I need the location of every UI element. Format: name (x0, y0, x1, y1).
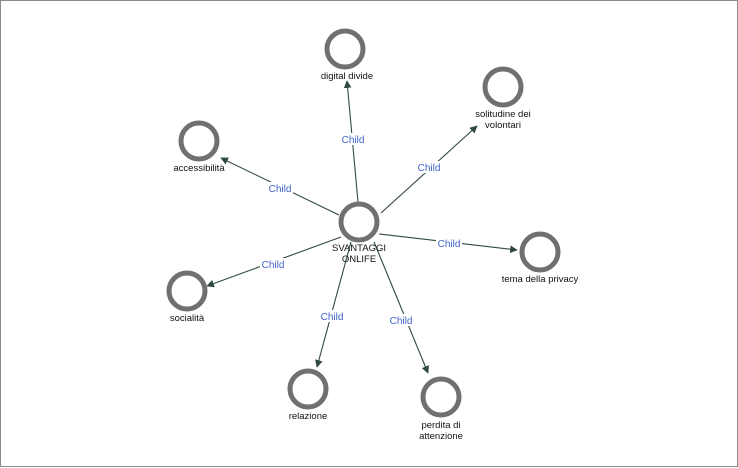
edge-relazione (315, 241, 352, 368)
node-circle[interactable] (287, 368, 329, 410)
edge-label-relazione: Child (321, 312, 344, 323)
edge-label-background (416, 161, 442, 173)
edge-attenzione (373, 241, 429, 374)
node-label-line: relazione (289, 411, 328, 422)
node-digital-divide[interactable]: digital divide (321, 28, 373, 82)
edge-label-socialita: Child (262, 260, 285, 271)
edge-label-privacy: Child (438, 239, 461, 250)
node-label-line: ONLIFE (342, 254, 376, 265)
node-label: digital divide (321, 71, 373, 82)
node-label: relazione (289, 411, 328, 422)
node-circle[interactable] (338, 201, 380, 243)
node-label-line: perdita di (421, 420, 460, 431)
node-label-line: socialità (170, 313, 205, 324)
node-accessibilita[interactable]: accessibilità (173, 120, 225, 174)
edge-label-background (436, 237, 462, 249)
edge-label-group-socialita: Child (260, 258, 286, 271)
node-circle[interactable] (420, 376, 462, 418)
edge-label-group-relazione: Child (319, 310, 345, 323)
node-circle[interactable] (166, 270, 208, 312)
edge-label-digital-divide: Child (342, 135, 365, 146)
edge-label-group-digital-divide: Child (340, 133, 366, 146)
node-label-line: tema della privacy (502, 274, 579, 285)
node-label-line: digital divide (321, 71, 373, 82)
node-relazione[interactable]: relazione (287, 368, 329, 422)
node-label-line: attenzione (419, 431, 463, 442)
edge-label-background (319, 310, 345, 322)
edge-label-background (388, 314, 414, 326)
node-circle[interactable] (482, 66, 524, 108)
edge-label-group-attenzione: Child (388, 314, 414, 327)
node-label-line: accessibilità (173, 163, 225, 174)
edge-label-accessibilita: Child (269, 184, 292, 195)
node-circle[interactable] (324, 28, 366, 70)
edge-label-group-solitudine: Child (416, 161, 442, 174)
node-label-line: volontari (485, 120, 521, 131)
node-label: socialità (170, 313, 205, 324)
edge-label-background (267, 182, 293, 194)
edge-label-solitudine: Child (418, 163, 441, 174)
edge-label-group-privacy: Child (436, 237, 462, 250)
node-circle[interactable] (519, 231, 561, 273)
node-label: accessibilità (173, 163, 225, 174)
node-label: tema della privacy (502, 274, 579, 285)
node-label-line: SVANTAGGI (332, 243, 386, 254)
node-socialita[interactable]: socialità (166, 270, 208, 324)
edge-label-background (340, 133, 366, 145)
node-privacy[interactable]: tema della privacy (502, 231, 579, 285)
edge-label-background (260, 258, 286, 270)
node-label-line: solitudine dei (475, 109, 530, 120)
edge-label-group-accessibilita: Child (267, 182, 293, 195)
edge-label-attenzione: Child (390, 316, 413, 327)
node-circle[interactable] (178, 120, 220, 162)
